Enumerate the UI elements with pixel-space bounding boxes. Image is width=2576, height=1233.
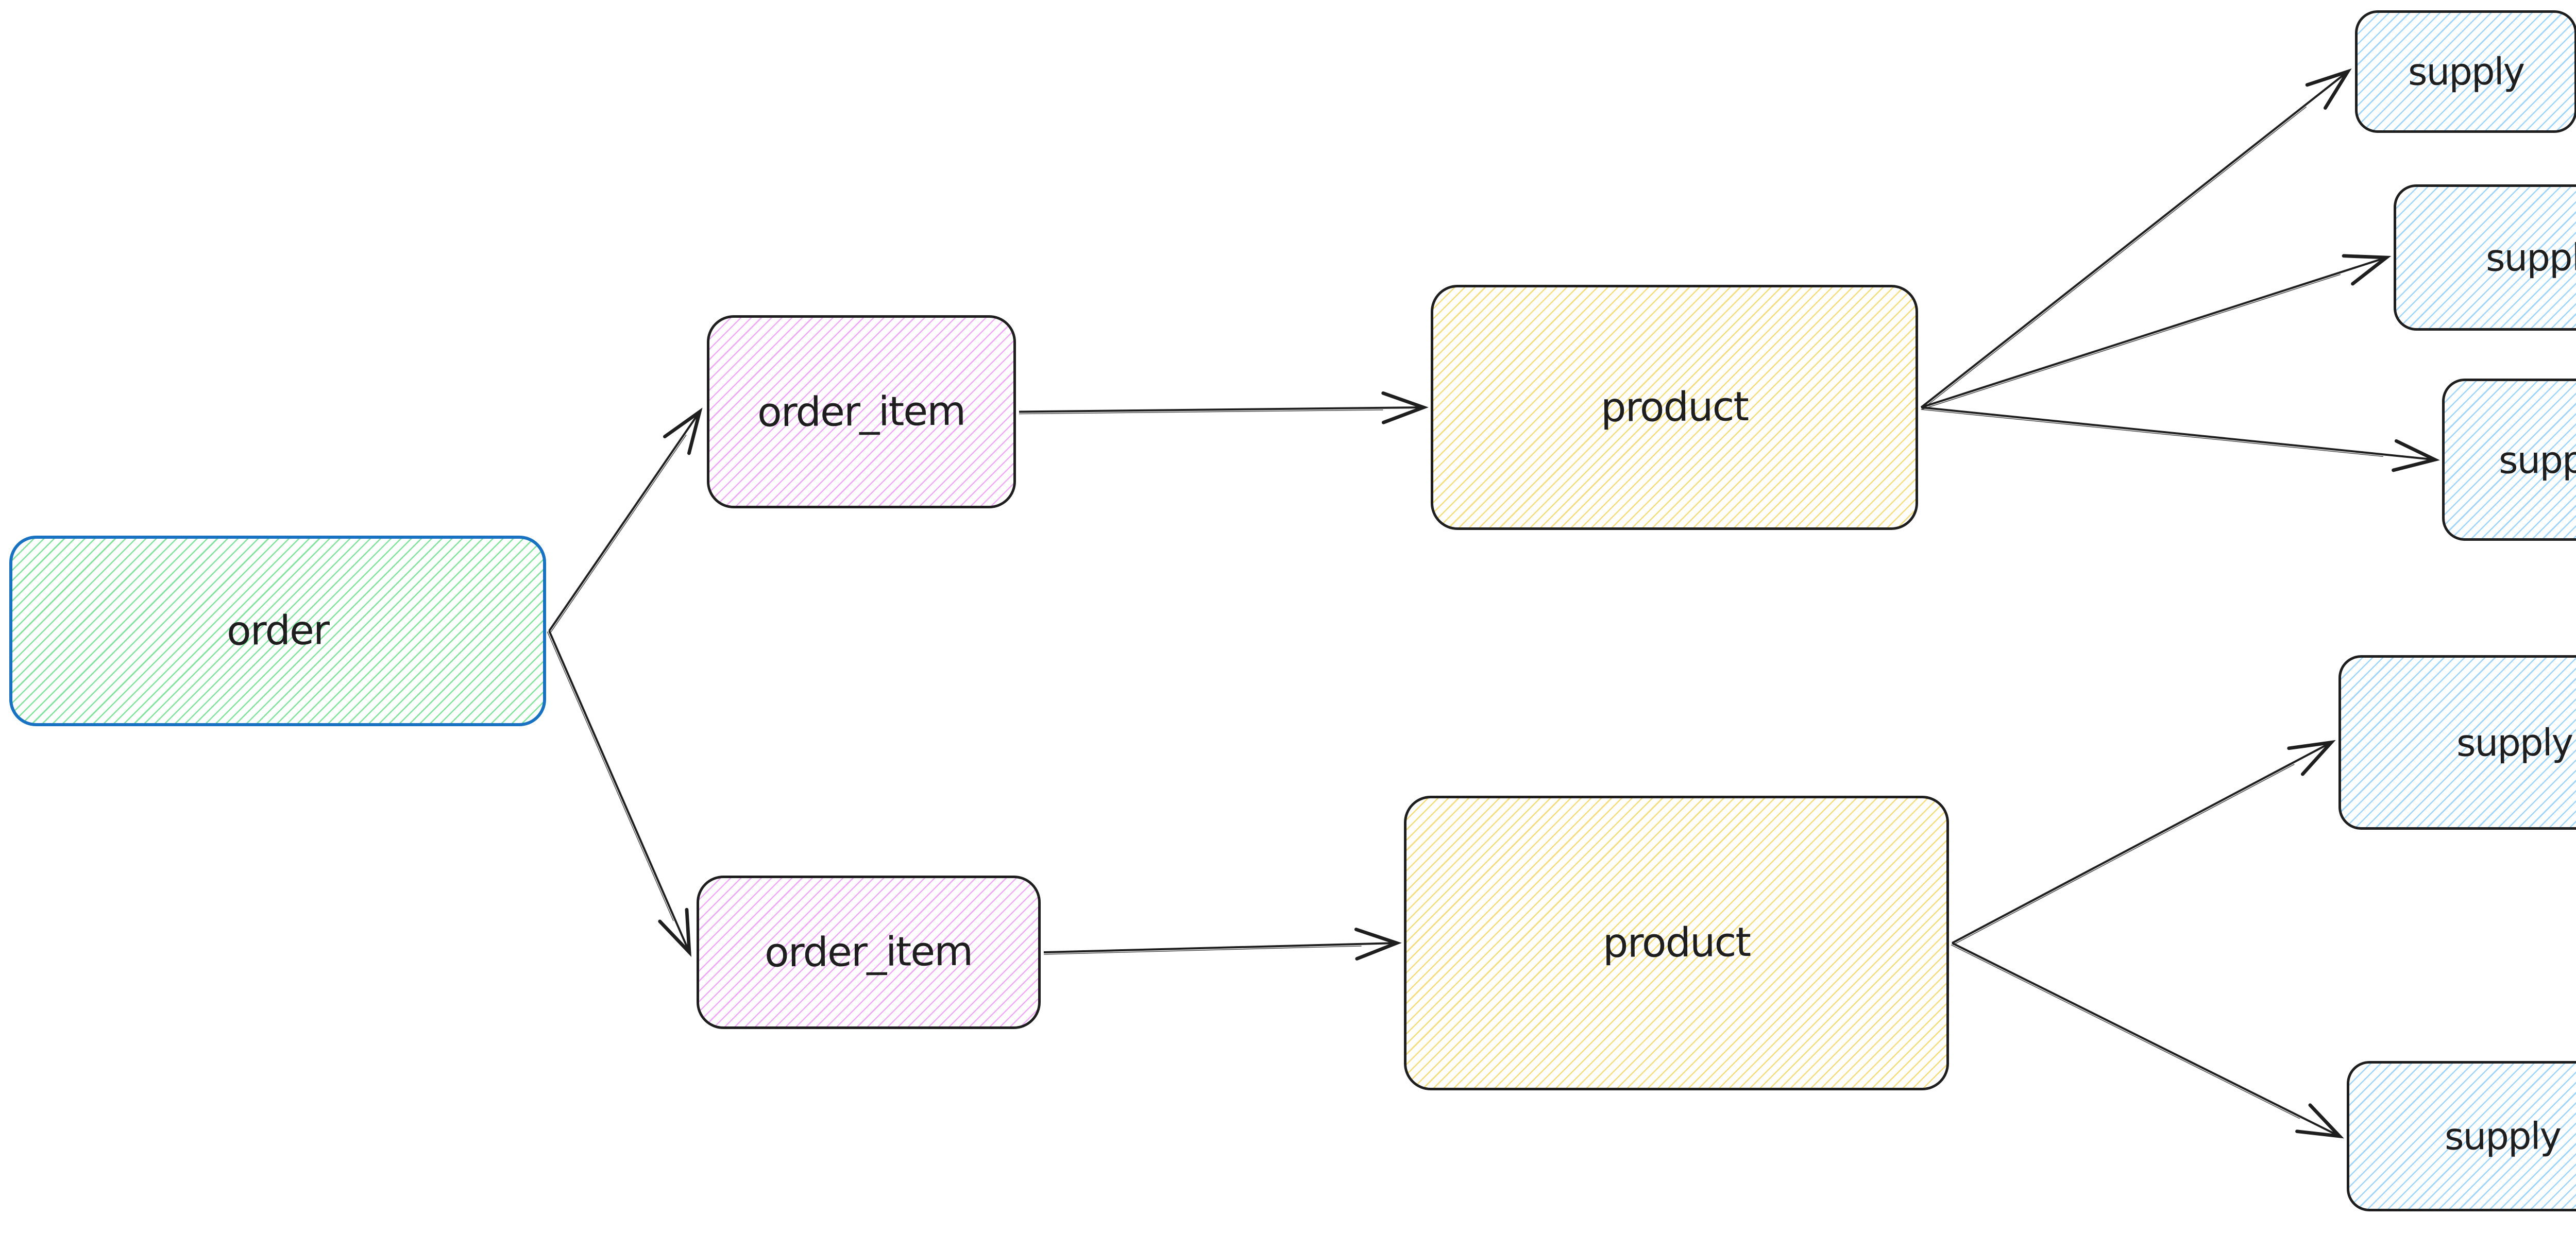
node-order-label: order — [226, 607, 329, 655]
edge-arrow-product_1-to-supply_1[interactable] — [1920, 68, 2352, 409]
node-order-item-2-label: order_item — [765, 928, 973, 977]
node-supply-4[interactable]: supply — [2338, 655, 2576, 830]
node-supply-2-label: supply — [2485, 235, 2576, 280]
edge-arrow-order_item_2-to-product_2[interactable] — [1043, 928, 1402, 961]
node-supply-1-label: supply — [2408, 49, 2524, 94]
node-order[interactable]: order — [9, 536, 546, 726]
node-supply-5-label: supply — [2445, 1114, 2561, 1158]
node-order-item-1-label: order_item — [757, 388, 965, 436]
edge-arrow-order-to-order_item_2[interactable] — [547, 630, 691, 957]
node-supply-3-label: supply — [2498, 437, 2576, 482]
node-product-1[interactable]: product — [1431, 285, 1918, 530]
edge-arrow-product_2-to-supply_5[interactable] — [1951, 942, 2344, 1139]
node-supply-4-label: supply — [2456, 720, 2573, 765]
node-supply-1[interactable]: supply — [2355, 10, 2576, 133]
edge-arrow-product_2-to-supply_4[interactable] — [1952, 740, 2336, 946]
edge-arrow-product_1-to-supply_3[interactable] — [1921, 406, 2440, 472]
node-order-item-2[interactable]: order_item — [697, 876, 1041, 1029]
node-order-item-1[interactable]: order_item — [707, 315, 1016, 508]
node-product-2[interactable]: product — [1404, 796, 1949, 1090]
node-supply-3[interactable]: supply — [2442, 379, 2576, 541]
node-supply-5[interactable]: supply — [2347, 1061, 2576, 1211]
node-product-1-label: product — [1600, 384, 1749, 431]
edge-arrow-product_1-to-supply_2[interactable] — [1921, 254, 2392, 410]
edge-arrow-order-to-order_item_1[interactable] — [548, 407, 703, 632]
node-supply-2[interactable]: supply — [2394, 184, 2576, 331]
edge-arrow-order_item_1-to-product_1[interactable] — [1019, 391, 1429, 424]
node-product-2-label: product — [1602, 919, 1751, 967]
